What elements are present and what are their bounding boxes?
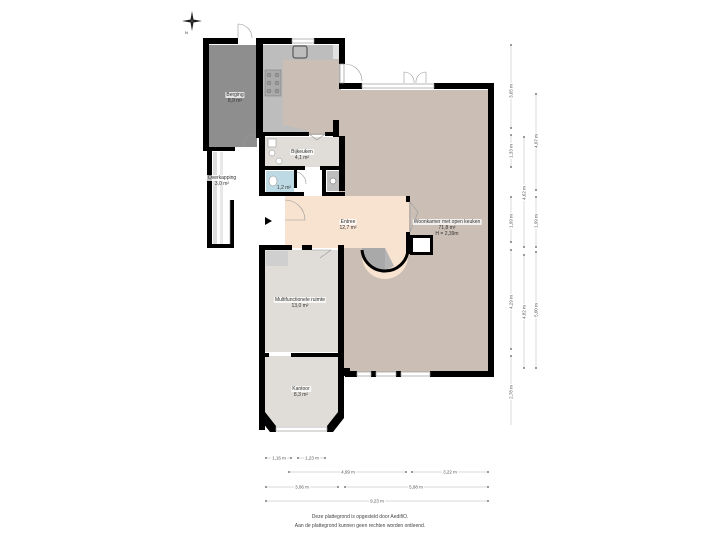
dim-label: 9,23 m [369, 498, 385, 504]
compass-star-icon [182, 11, 202, 31]
dim-label: 4,82 m [521, 304, 527, 320]
dim-label: 1,99 m [508, 213, 514, 229]
dim-label: 1,33 m [508, 143, 514, 159]
dim-label: 1,16 m [271, 455, 287, 461]
label-woonkamer: Woonkamer met open keuken 71,8 m² H = 2,… [412, 219, 482, 237]
label-bijkeuken: Bijkeuken 4,1 m² [290, 149, 314, 161]
dim-label: 3,65 m [508, 83, 514, 99]
footer-line-1: Deze plattegrond is opgesteld door Aedif… [311, 514, 409, 520]
dim-label: 2,78 m [508, 384, 514, 400]
dim-label: 4,62 m [521, 185, 527, 201]
label-entree: Entree 12,7 m² [339, 219, 357, 231]
dim-label: 5,00 m [533, 302, 539, 318]
sink-icon [292, 45, 308, 59]
staircase [362, 248, 385, 272]
entrance-arrow-icon [265, 217, 272, 225]
toilet-icon [268, 175, 278, 187]
compass: N [181, 10, 203, 38]
dim-label: 4,29 m [508, 294, 514, 310]
label-berging: Berging 8,9 m² [225, 92, 245, 104]
dim-label: 3,22 m [442, 469, 458, 475]
dim-label: 4,99 m [340, 469, 356, 475]
label-toilet: 1,2 m² [276, 185, 292, 191]
dim-label: 1,99 m [533, 213, 539, 229]
label-kantoor: Kantoor 8,3 m² [291, 386, 311, 398]
label-overkapping: Overkapping 3,0 m² [206, 175, 238, 187]
label-multifunctionele: Multifunctionele ruimte 13,0 m² [273, 297, 327, 309]
dim-label: 3,06 m [294, 484, 310, 490]
dim-label: 1,23 m [304, 455, 320, 461]
stove-icon [264, 69, 282, 97]
compass-north-label: N [185, 30, 188, 35]
dim-label: 5,98 m [408, 484, 424, 490]
dim-label: 4,07 m [533, 133, 539, 149]
footer-line-2: Aan de plattegrond kunnen geen rechten w… [294, 523, 426, 529]
